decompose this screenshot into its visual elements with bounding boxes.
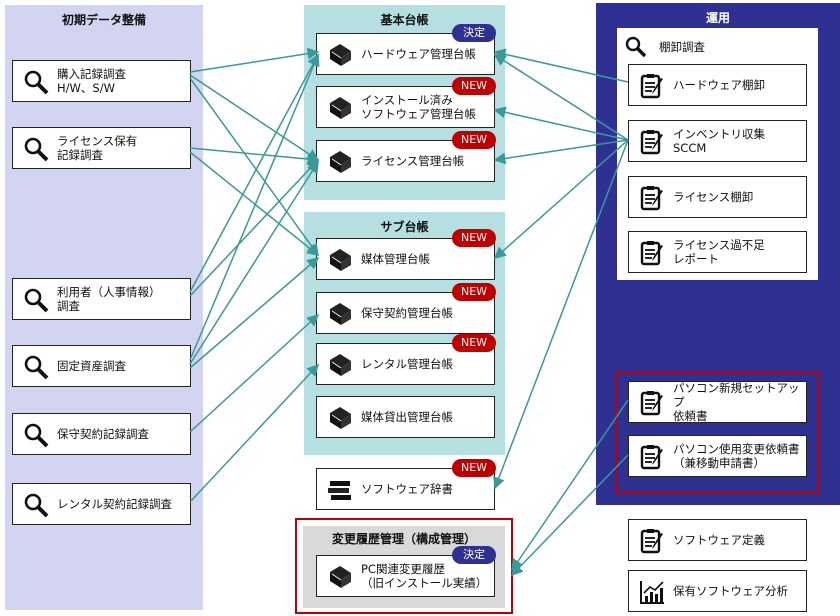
panel-title: 初期データ整備 (61, 13, 146, 27)
sub-ledger-item[interactable]: 媒体貸出管理台帳 (316, 396, 495, 438)
search-icon (23, 287, 49, 313)
box-label: ソフトウェア定義 (673, 533, 765, 547)
connector-arrow (189, 147, 320, 165)
search-icon (625, 36, 647, 58)
connector-arrow (189, 74, 320, 161)
box-label: ハードウェア棚卸 (673, 78, 765, 92)
box-label: ライセンス保有記録調査 (57, 134, 138, 162)
panel-title: 基本台帳 (380, 13, 429, 27)
box-label: ライセンス棚卸 (673, 190, 754, 204)
books-icon (327, 477, 353, 503)
book-icon (327, 352, 353, 378)
software-analysis[interactable]: 保有ソフトウェア分析 (628, 570, 807, 612)
survey-item[interactable]: 利用者（人事情報）調査 (12, 278, 191, 320)
clipboard-icon (639, 240, 665, 266)
box-label: ソフトウェア辞書 (361, 482, 453, 496)
box-label: 媒体貸出管理台帳 (361, 410, 453, 424)
clipboard-icon (639, 185, 665, 211)
inventory-item[interactable]: ライセンス過不足レポート (628, 231, 807, 273)
pc-change-history[interactable]: PC関連変更履歴（旧インストール実績）決定 (316, 546, 496, 597)
basic-ledger-item[interactable]: ライセンス管理台帳 NEW (316, 131, 496, 182)
book-icon (327, 42, 353, 68)
software-definition[interactable]: ソフトウェア定義 (628, 519, 807, 561)
box-label: レンタル管理台帳 (361, 357, 453, 371)
connector-arrow (189, 151, 320, 256)
box-label: ハードウェア管理台帳 (361, 47, 476, 61)
connector-arrow (189, 77, 319, 257)
status-badge: 決定 (452, 546, 496, 564)
box-label: ライセンス管理台帳 (361, 154, 465, 168)
connector-arrow (189, 158, 320, 297)
status-badge: NEW (452, 131, 496, 149)
search-icon (23, 69, 49, 95)
sub-ledger-item[interactable]: 保守契約管理台帳 NEW (316, 283, 496, 334)
inventory-item[interactable]: ハードウェア棚卸 (628, 64, 807, 106)
panel-title: サブ台帳 (380, 220, 429, 234)
search-icon (23, 136, 49, 162)
status-badge: NEW (452, 283, 496, 301)
status-badge: NEW (452, 229, 496, 247)
book-icon (327, 95, 353, 121)
box-label: パソコン新規セットアップ依頼書 (673, 381, 800, 423)
box-label: PC関連変更履歴（旧インストール実績） (361, 562, 488, 590)
request-item[interactable]: パソコン新規セットアップ依頼書 (628, 381, 807, 423)
box-label: ライセンス過不足レポート (673, 238, 765, 266)
box-label: 媒体管理台帳 (361, 252, 430, 266)
survey-item[interactable]: 固定資産調査 (12, 345, 191, 387)
clipboard-icon (639, 129, 665, 155)
survey-item[interactable]: 保守契約記録調査 (12, 413, 191, 455)
connector-arrow (189, 257, 320, 369)
box-label: 保守契約記録調査 (57, 427, 149, 441)
search-icon (23, 492, 49, 518)
connector-arrow (189, 47, 320, 73)
request-item[interactable]: パソコン使用変更依頼書（兼移動申請書） (628, 435, 807, 477)
connector-arrow (189, 313, 320, 433)
clipboard-icon (639, 444, 665, 470)
software-dictionary[interactable]: ソフトウェア辞書 NEW (316, 459, 496, 510)
box-label: レンタル契約記録調査 (57, 497, 172, 511)
inventory-title: 棚卸調査 (659, 40, 705, 54)
box-label: パソコン使用変更依頼書（兼移動申請書） (673, 442, 800, 470)
connector-arrow (189, 53, 319, 293)
book-icon (327, 301, 353, 327)
box-label: 利用者（人事情報）調査 (57, 285, 161, 313)
status-badge: NEW (452, 459, 496, 477)
basic-ledger-item[interactable]: ハードウェア管理台帳 決定 (316, 24, 496, 75)
search-icon (23, 422, 49, 448)
clipboard-icon (639, 390, 665, 416)
box-label: 保有ソフトウェア分析 (673, 584, 788, 598)
survey-item[interactable]: ライセンス保有記録調査 (12, 127, 191, 169)
book-icon (327, 564, 353, 590)
sub-ledger-item[interactable]: 媒体管理台帳 NEW (316, 229, 496, 280)
search-icon (23, 354, 49, 380)
chart-icon (639, 579, 665, 605)
sub-ledger-item[interactable]: レンタル管理台帳 NEW (316, 334, 496, 385)
panel-title: 運用 (705, 11, 730, 25)
status-badge: NEW (452, 77, 496, 95)
book-icon (327, 405, 353, 431)
panel-title: 変更履歴管理（構成管理） (331, 532, 476, 546)
status-badge: 決定 (452, 24, 496, 42)
status-badge: NEW (452, 334, 496, 352)
connector-arrow (189, 53, 320, 361)
box-label: 固定資産調査 (57, 359, 126, 373)
connector-arrow (189, 363, 320, 503)
connector-arrow (189, 160, 319, 365)
book-icon (327, 247, 353, 273)
clipboard-icon (639, 73, 665, 99)
box-label: インストール済みソフトウェア管理台帳 (361, 93, 476, 121)
clipboard-icon (639, 528, 665, 554)
inventory-item[interactable]: ライセンス棚卸 (628, 176, 807, 218)
box-label: 保守契約管理台帳 (361, 306, 453, 320)
book-icon (327, 149, 353, 175)
survey-item[interactable]: レンタル契約記録調査 (12, 483, 191, 525)
